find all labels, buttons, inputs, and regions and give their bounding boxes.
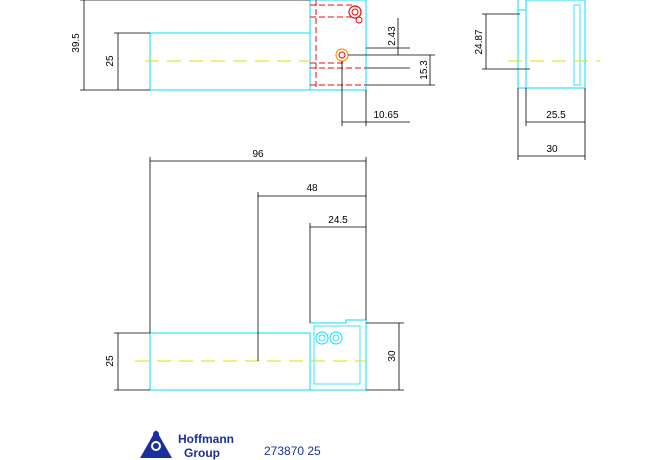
hoffmann-logo-icon bbox=[140, 430, 172, 458]
dim-top-height-total: 39.5 bbox=[71, 33, 82, 53]
dim-top-hole-offset: 2.43 bbox=[387, 26, 398, 46]
brand-block: Hoffmann Group 273870 25 bbox=[140, 430, 321, 460]
part-number: 273870 25 bbox=[264, 444, 321, 458]
brand-name-line1: Hoffmann bbox=[178, 432, 234, 446]
brand-name-line2: Group bbox=[184, 446, 220, 460]
dim-top-hole-dist: 10.65 bbox=[373, 110, 398, 121]
side-view: 24.87 25.5 30 bbox=[474, 0, 600, 160]
dim-top-hole-height: 15.3 bbox=[419, 60, 430, 80]
dim-front-width-half: 48 bbox=[306, 183, 318, 194]
front-view: 96 48 24.5 25 30 bbox=[105, 149, 404, 391]
dim-front-width-total: 96 bbox=[252, 149, 264, 160]
dim-front-height-end: 30 bbox=[387, 350, 398, 362]
dim-top-height-body: 25 bbox=[105, 55, 116, 67]
dim-side-width-outer: 30 bbox=[546, 144, 558, 155]
dim-front-height-body: 25 bbox=[105, 355, 116, 367]
dim-side-width-inner: 25.5 bbox=[546, 110, 566, 121]
dim-side-height: 24.87 bbox=[474, 29, 485, 54]
dim-front-width-inner: 24.5 bbox=[328, 215, 348, 226]
top-view: 39.5 25 2.43 15.3 10.65 bbox=[71, 0, 435, 126]
